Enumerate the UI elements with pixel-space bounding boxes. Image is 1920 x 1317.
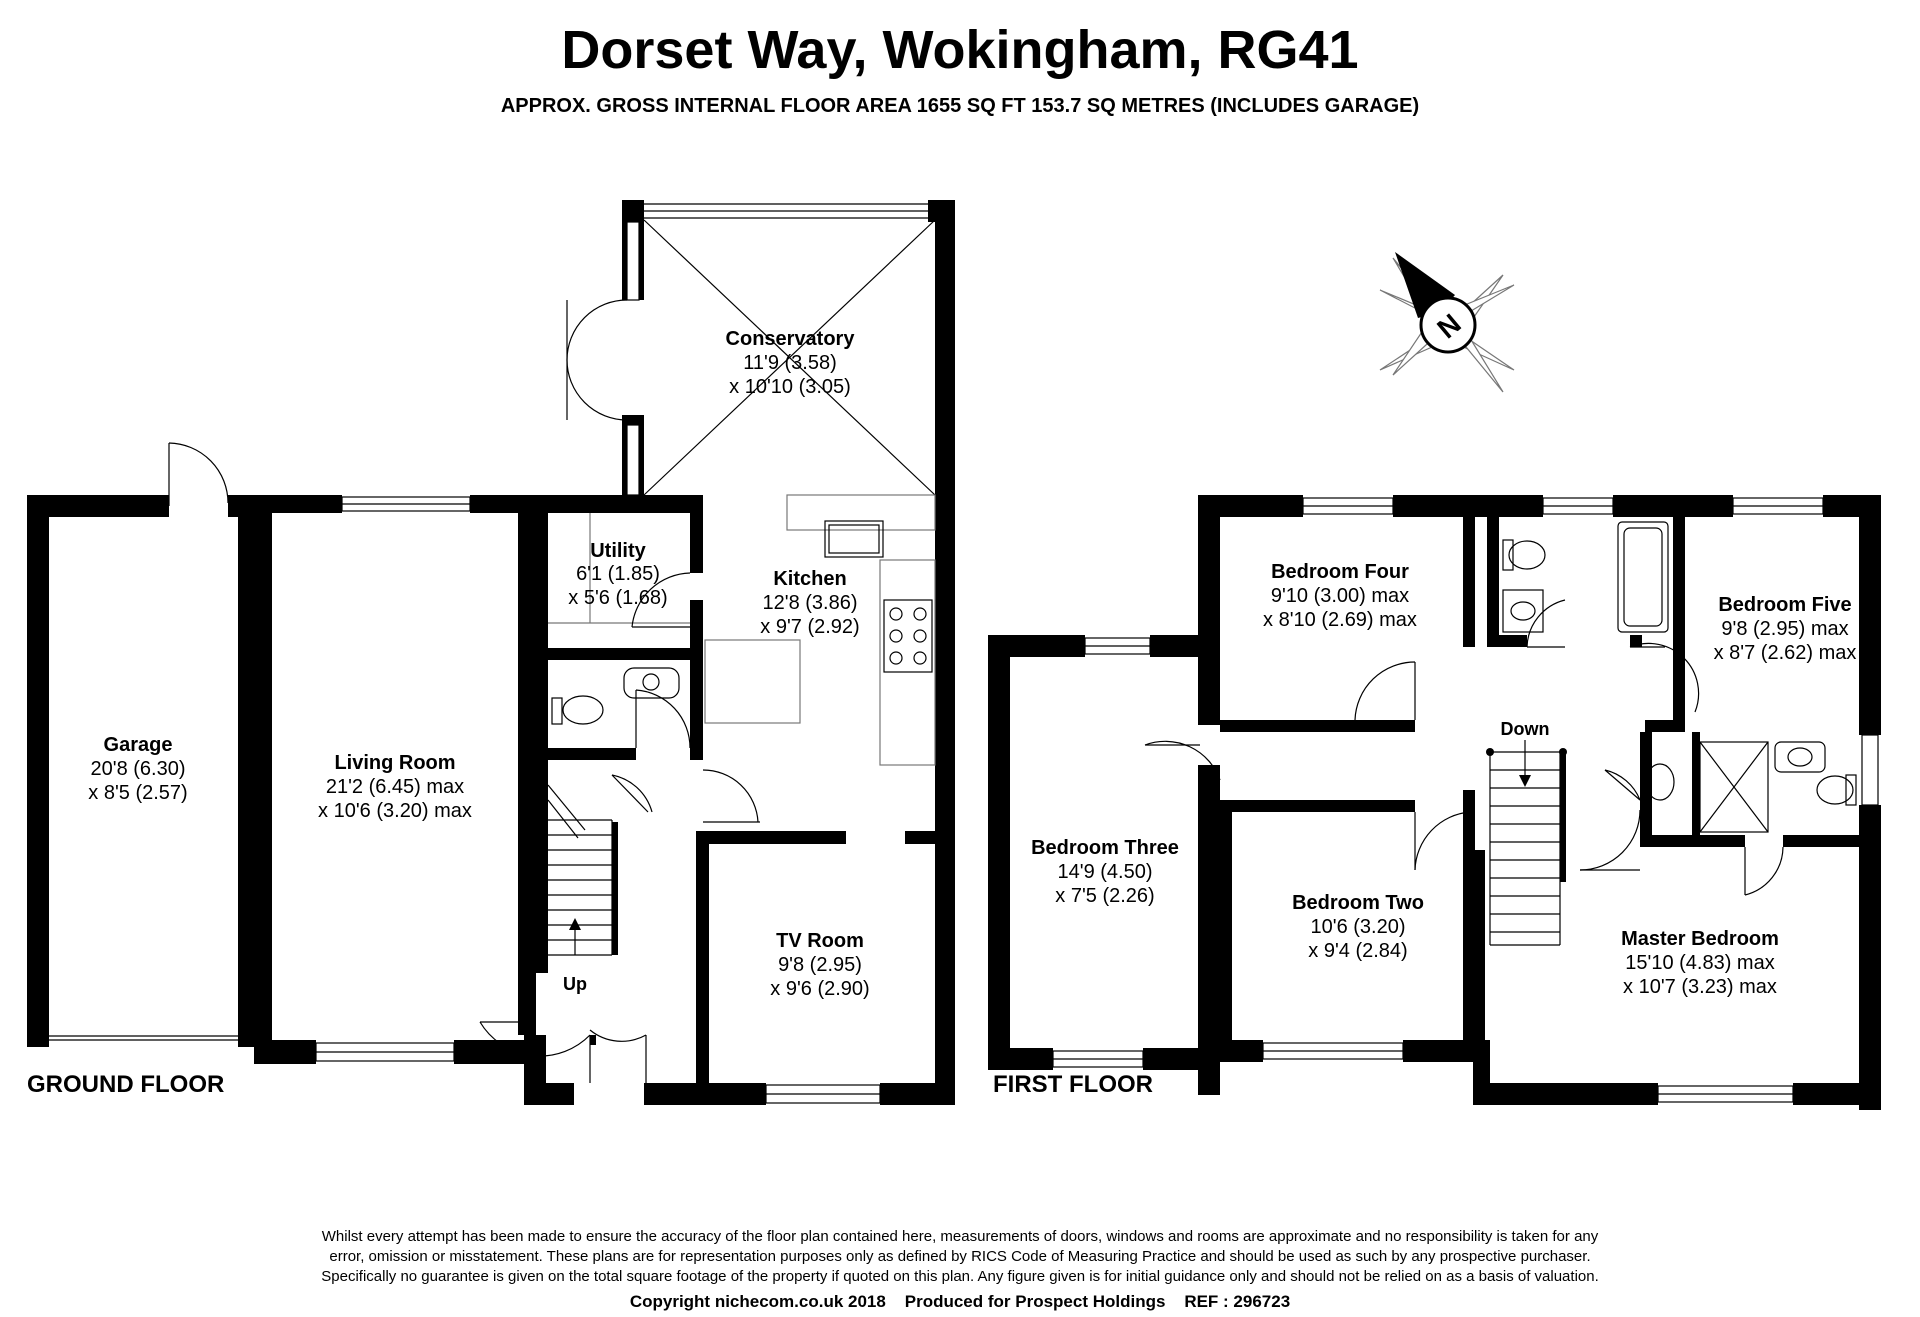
room-bedroom-four: Bedroom Four 9'10 (3.00) max x 8'10 (2.6…: [1263, 561, 1417, 631]
room-dimension: x 8'7 (2.62) max: [1714, 642, 1857, 664]
room-name: Kitchen: [773, 568, 846, 590]
disclaimer-line: Whilst every attempt has been made to en…: [322, 1228, 1599, 1245]
disclaimer-line: Specifically no guarantee is given on th…: [321, 1268, 1599, 1285]
ground-floor-plan: Garage 20'8 (6.30) x 8'5 (2.57) Living R…: [27, 200, 955, 1105]
room-name: Conservatory: [726, 328, 856, 350]
room-name: Garage: [104, 734, 173, 756]
room-name: Living Room: [334, 752, 455, 774]
room-dimension: 14'9 (4.50): [1058, 861, 1153, 883]
room-name: TV Room: [776, 930, 864, 952]
room-dimension: x 10'7 (3.23) max: [1623, 976, 1777, 998]
room-dimension: x 8'10 (2.69) max: [1263, 609, 1417, 631]
room-dimension: x 7'5 (2.26): [1055, 885, 1154, 907]
room-name: Master Bedroom: [1621, 928, 1779, 950]
room-name: Utility: [590, 540, 646, 562]
living-room-walls: [254, 495, 552, 1064]
room-dimension: x 10'6 (3.20) max: [318, 800, 472, 822]
compass-north-icon: N: [1379, 252, 1515, 393]
room-kitchen: Kitchen 12'8 (3.86) x 9'7 (2.92): [760, 568, 859, 638]
room-garage: Garage 20'8 (6.30) x 8'5 (2.57): [88, 734, 187, 804]
room-bedroom-five: Bedroom Five 9'8 (2.95) max x 8'7 (2.62)…: [1714, 594, 1857, 664]
room-name: Bedroom Five: [1718, 594, 1851, 616]
room-dimension: 15'10 (4.83) max: [1625, 952, 1774, 974]
room-dimension: 9'8 (2.95) max: [1721, 618, 1848, 640]
room-dimension: x 9'4 (2.84): [1308, 940, 1407, 962]
room-dimension: 20'8 (6.30): [91, 758, 186, 780]
room-dimension: x 9'6 (2.90): [770, 978, 869, 1000]
room-bedroom-three: Bedroom Three 14'9 (4.50) x 7'5 (2.26): [1031, 837, 1179, 907]
room-bedroom-two: Bedroom Two 10'6 (3.20) x 9'4 (2.84): [1292, 892, 1424, 962]
room-name: Bedroom Two: [1292, 892, 1424, 914]
staircase-up: [547, 784, 618, 956]
room-name: Bedroom Three: [1031, 837, 1179, 859]
room-dimension: x 5'6 (1.68): [568, 587, 667, 609]
stairs-down-label: Down: [1501, 719, 1550, 739]
room-dimension: 21'2 (6.45) max: [326, 776, 464, 798]
kitchen-walls: [566, 200, 955, 1105]
central-walls: [479, 495, 760, 1105]
room-tv: TV Room 9'8 (2.95) x 9'6 (2.90): [770, 930, 869, 1000]
page-title: Dorset Way, Wokingham, RG41: [561, 20, 1358, 80]
page-subtitle: APPROX. GROSS INTERNAL FLOOR AREA 1655 S…: [501, 95, 1419, 117]
room-dimension: x 8'5 (2.57): [88, 782, 187, 804]
room-dimension: 12'8 (3.86): [763, 592, 858, 614]
disclaimer: Whilst every attempt has been made to en…: [321, 1228, 1599, 1285]
room-dimension: 10'6 (3.20): [1311, 916, 1406, 938]
room-master-bedroom: Master Bedroom 15'10 (4.83) max x 10'7 (…: [1621, 928, 1779, 998]
disclaimer-line: error, omission or misstatement. These p…: [329, 1248, 1590, 1265]
room-dimension: 6'1 (1.85): [576, 563, 660, 585]
room-dimension: x 9'7 (2.92): [760, 616, 859, 638]
room-conservatory: Conservatory 11'9 (3.58) x 10'10 (3.05): [726, 328, 856, 398]
copyright-footer: Copyright nichecom.co.uk 2018 Produced f…: [630, 1292, 1290, 1311]
room-utility: Utility 6'1 (1.85) x 5'6 (1.68): [568, 540, 667, 609]
staircase-down: [1486, 740, 1567, 946]
first-floor-label: FIRST FLOOR: [993, 1071, 1153, 1098]
first-floor-plan: Bedroom Four 9'10 (3.00) max x 8'10 (2.6…: [988, 495, 1881, 1110]
room-dimension: 9'10 (3.00) max: [1271, 585, 1409, 607]
room-dimension: x 10'10 (3.05): [729, 376, 851, 398]
stairs-up-label: Up: [563, 974, 587, 994]
room-dimension: 11'9 (3.58): [743, 352, 837, 374]
room-living: Living Room 21'2 (6.45) max x 10'6 (3.20…: [318, 752, 472, 822]
garage-walls: [27, 442, 254, 1047]
room-name: Bedroom Four: [1271, 561, 1409, 583]
room-dimension: 9'8 (2.95): [778, 954, 862, 976]
ground-floor-label: GROUND FLOOR: [27, 1071, 224, 1098]
